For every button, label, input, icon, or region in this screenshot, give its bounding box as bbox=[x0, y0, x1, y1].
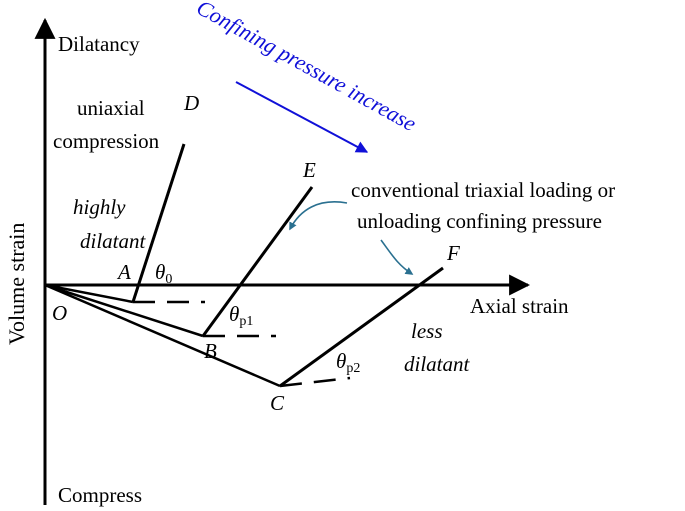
theta0-subscript: 0 bbox=[165, 272, 172, 287]
curve-O-C bbox=[44, 283, 281, 388]
dash-ref-C bbox=[279, 376, 351, 388]
point-label-C: C bbox=[270, 391, 285, 415]
uniaxial-label-line1: uniaxial bbox=[77, 96, 145, 120]
highly-dilatant-line2: dilatant bbox=[80, 229, 147, 253]
curve-O-A bbox=[44, 283, 134, 304]
angle-thetap2: θp2 bbox=[336, 349, 360, 376]
thetap2-subscript: p2 bbox=[346, 361, 360, 376]
point-label-D: D bbox=[183, 91, 199, 115]
dilatancy-label: Dilatancy bbox=[58, 32, 140, 56]
line-C-F bbox=[279, 266, 444, 388]
point-label-B: B bbox=[204, 339, 217, 363]
axial-strain-label: Axial strain bbox=[470, 294, 569, 318]
theta-symbol: θ bbox=[155, 260, 165, 284]
volume-strain-label: Volume strain bbox=[4, 223, 29, 345]
theta-symbol: θ bbox=[229, 302, 239, 326]
annotation-arrow-F bbox=[380, 239, 414, 275]
thetap1-subscript: p1 bbox=[239, 314, 253, 329]
curve-O-B bbox=[44, 283, 204, 338]
line-A-D bbox=[131, 143, 186, 303]
origin-label: O bbox=[52, 301, 67, 325]
less-dilatant-line1: less bbox=[411, 319, 443, 343]
confining-pressure-arrow bbox=[235, 81, 369, 153]
highly-dilatant-line1: highly bbox=[73, 195, 126, 219]
theta-symbol: θ bbox=[336, 349, 346, 373]
compress-label: Compress bbox=[58, 483, 142, 507]
line-B-E bbox=[201, 186, 314, 337]
conventional-label-line2: unloading confining pressure bbox=[357, 209, 602, 233]
angle-theta0: θ0 bbox=[155, 260, 172, 287]
uniaxial-label-line2: compression bbox=[53, 129, 160, 153]
annotation-arrow-E bbox=[289, 201, 348, 231]
less-dilatant-line2: dilatant bbox=[404, 352, 471, 376]
point-label-E: E bbox=[302, 158, 316, 182]
angle-thetap1: θp1 bbox=[229, 302, 253, 329]
point-label-A: A bbox=[116, 260, 131, 284]
conventional-label-line1: conventional triaxial loading or bbox=[351, 178, 615, 202]
point-label-F: F bbox=[446, 241, 460, 265]
confining-pressure-label: Confining pressure increase bbox=[193, 0, 421, 136]
